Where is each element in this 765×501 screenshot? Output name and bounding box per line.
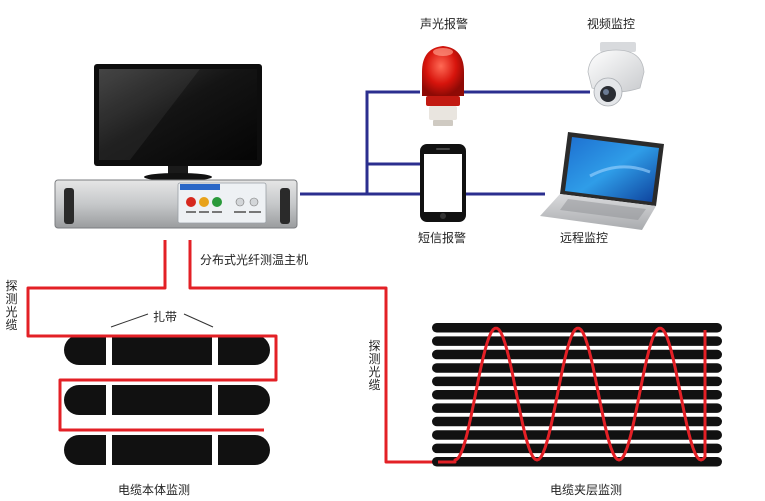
label-cable-tie: 扎带 [153, 310, 177, 324]
label-remote-monitor: 远程监控 [560, 230, 608, 245]
dome-camera-icon [587, 42, 645, 107]
alarm-light-icon [422, 46, 464, 126]
tray-cable [432, 336, 722, 346]
label-probe-fiber-left: 探测光缆 [5, 279, 18, 332]
phone-icon [420, 144, 466, 222]
tray-cable [432, 390, 722, 400]
label-sound-light-alarm: 声光报警 [420, 16, 468, 31]
cable-tray-section [432, 323, 722, 467]
tray-cable [432, 416, 722, 427]
label-sms-alarm: 短信报警 [418, 230, 466, 245]
cable-ties [106, 330, 218, 470]
fiber-route-right-feed [188, 240, 438, 464]
tray-cable [432, 363, 722, 373]
monitor-icon [94, 64, 262, 181]
label-video-monitor: 视频监控 [587, 16, 635, 31]
laptop-icon [540, 132, 664, 230]
cable-left-1 [64, 335, 270, 365]
tray-cable [432, 457, 722, 467]
cable-body-section [58, 313, 278, 470]
host-server-icon [54, 179, 298, 229]
fiber-tray-wave [438, 326, 707, 464]
tray-cable [432, 403, 722, 413]
tray-cable [432, 376, 722, 387]
cable-left-2 [64, 385, 270, 415]
fiber-routes [26, 240, 438, 464]
cable-left-3 [64, 435, 270, 465]
label-cable-body-monitor: 电缆本体监测 [118, 483, 190, 497]
label-probe-fiber-right: 探测光缆 [368, 339, 381, 392]
network-line-alarm [365, 90, 420, 194]
fiber-left-serpentine [58, 334, 278, 432]
tray-cable [432, 349, 722, 360]
label-cable-tray-monitor: 电缆夹层监测 [550, 483, 622, 497]
label-host: 分布式光纤测温主机 [200, 253, 308, 267]
tray-cable [432, 443, 722, 454]
fiber-route-left-feed [26, 240, 167, 338]
tray-cable [432, 430, 722, 440]
